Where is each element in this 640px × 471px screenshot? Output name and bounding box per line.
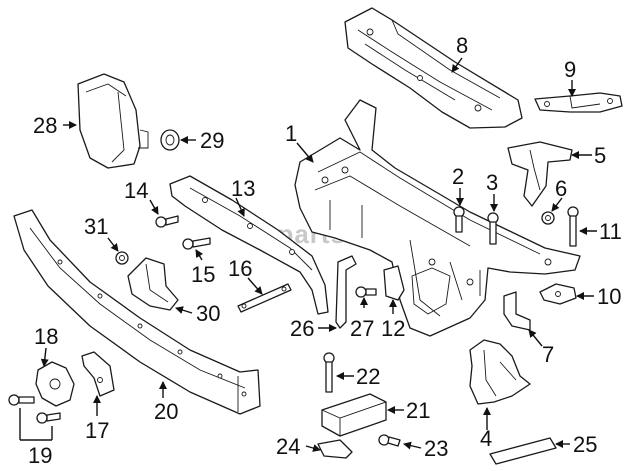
callout-24: 24 — [276, 434, 300, 459]
part-28-radar-module[interactable] — [77, 73, 149, 169]
part-13-reinforcement[interactable] — [169, 175, 329, 315]
callout-31: 31 — [84, 214, 108, 239]
part-22-bolt[interactable] — [323, 352, 335, 393]
callout-27: 27 — [350, 316, 374, 341]
callout-7: 7 — [542, 342, 554, 367]
part-29-grommet[interactable] — [160, 129, 180, 151]
callout-10: 10 — [597, 284, 621, 309]
part-4-bracket[interactable] — [469, 339, 531, 405]
callout-22: 22 — [356, 364, 380, 389]
callout-13: 13 — [231, 176, 255, 201]
callout-6: 6 — [555, 176, 567, 201]
callout-5: 5 — [594, 143, 606, 168]
callout-20: 20 — [154, 399, 178, 424]
part-9-bracket[interactable] — [534, 92, 623, 113]
callout-14: 14 — [124, 178, 148, 203]
part-10-bracket[interactable] — [539, 283, 577, 305]
leader-lines — [19, 57, 597, 452]
callout-21: 21 — [406, 398, 430, 423]
part-31-nut[interactable] — [115, 251, 129, 265]
part-3-bolt[interactable] — [487, 212, 499, 245]
part-19-bolts[interactable] — [8, 394, 61, 424]
part-30-bracket[interactable] — [127, 257, 179, 311]
part-8-upper-tie-bar[interactable] — [344, 7, 523, 129]
part-15-bolt[interactable] — [182, 237, 211, 250]
part-5-side-bracket[interactable] — [507, 141, 573, 207]
callout-labels: 1 2 3 4 5 6 7 8 9 10 11 12 13 14 15 16 1… — [28, 33, 622, 468]
part-27-bolt[interactable] — [355, 286, 377, 298]
callout-2: 2 — [452, 164, 464, 189]
callout-4: 4 — [480, 426, 492, 451]
part-25-strip[interactable] — [489, 437, 557, 465]
callout-8: 8 — [456, 33, 468, 58]
callout-28: 28 — [33, 113, 57, 138]
part-26-clip[interactable] — [335, 255, 357, 329]
part-21-module[interactable] — [321, 393, 387, 437]
callout-12: 12 — [381, 316, 405, 341]
part-1-radiator-support[interactable] — [294, 99, 581, 337]
part-16-rod[interactable] — [237, 283, 292, 313]
callout-23: 23 — [424, 436, 448, 461]
part-12-bracket[interactable] — [383, 265, 405, 301]
callout-16: 16 — [228, 256, 252, 281]
callout-26: 26 — [290, 316, 314, 341]
part-20-bumper-beam[interactable] — [13, 209, 261, 415]
callout-9: 9 — [564, 57, 576, 82]
part-14-bolt[interactable] — [155, 215, 179, 228]
callout-11: 11 — [599, 219, 622, 244]
part-11-bolt[interactable] — [567, 206, 579, 247]
callout-19: 19 — [28, 443, 52, 468]
part-17-bracket[interactable] — [81, 351, 115, 397]
part-24-plate[interactable] — [317, 439, 353, 459]
callout-30: 30 — [196, 301, 220, 326]
callout-1: 1 — [285, 121, 297, 146]
callout-25: 25 — [573, 432, 597, 457]
callout-17: 17 — [85, 418, 109, 443]
callout-3: 3 — [486, 170, 498, 195]
part-2-bolt[interactable] — [453, 206, 465, 233]
part-7-bracket[interactable] — [503, 291, 531, 331]
callout-18: 18 — [34, 324, 58, 349]
callout-15: 15 — [191, 262, 215, 287]
part-23-bolt[interactable] — [378, 434, 401, 447]
part-18-bracket[interactable] — [35, 361, 75, 407]
callout-29: 29 — [200, 128, 224, 153]
part-6-nut[interactable] — [541, 211, 555, 225]
